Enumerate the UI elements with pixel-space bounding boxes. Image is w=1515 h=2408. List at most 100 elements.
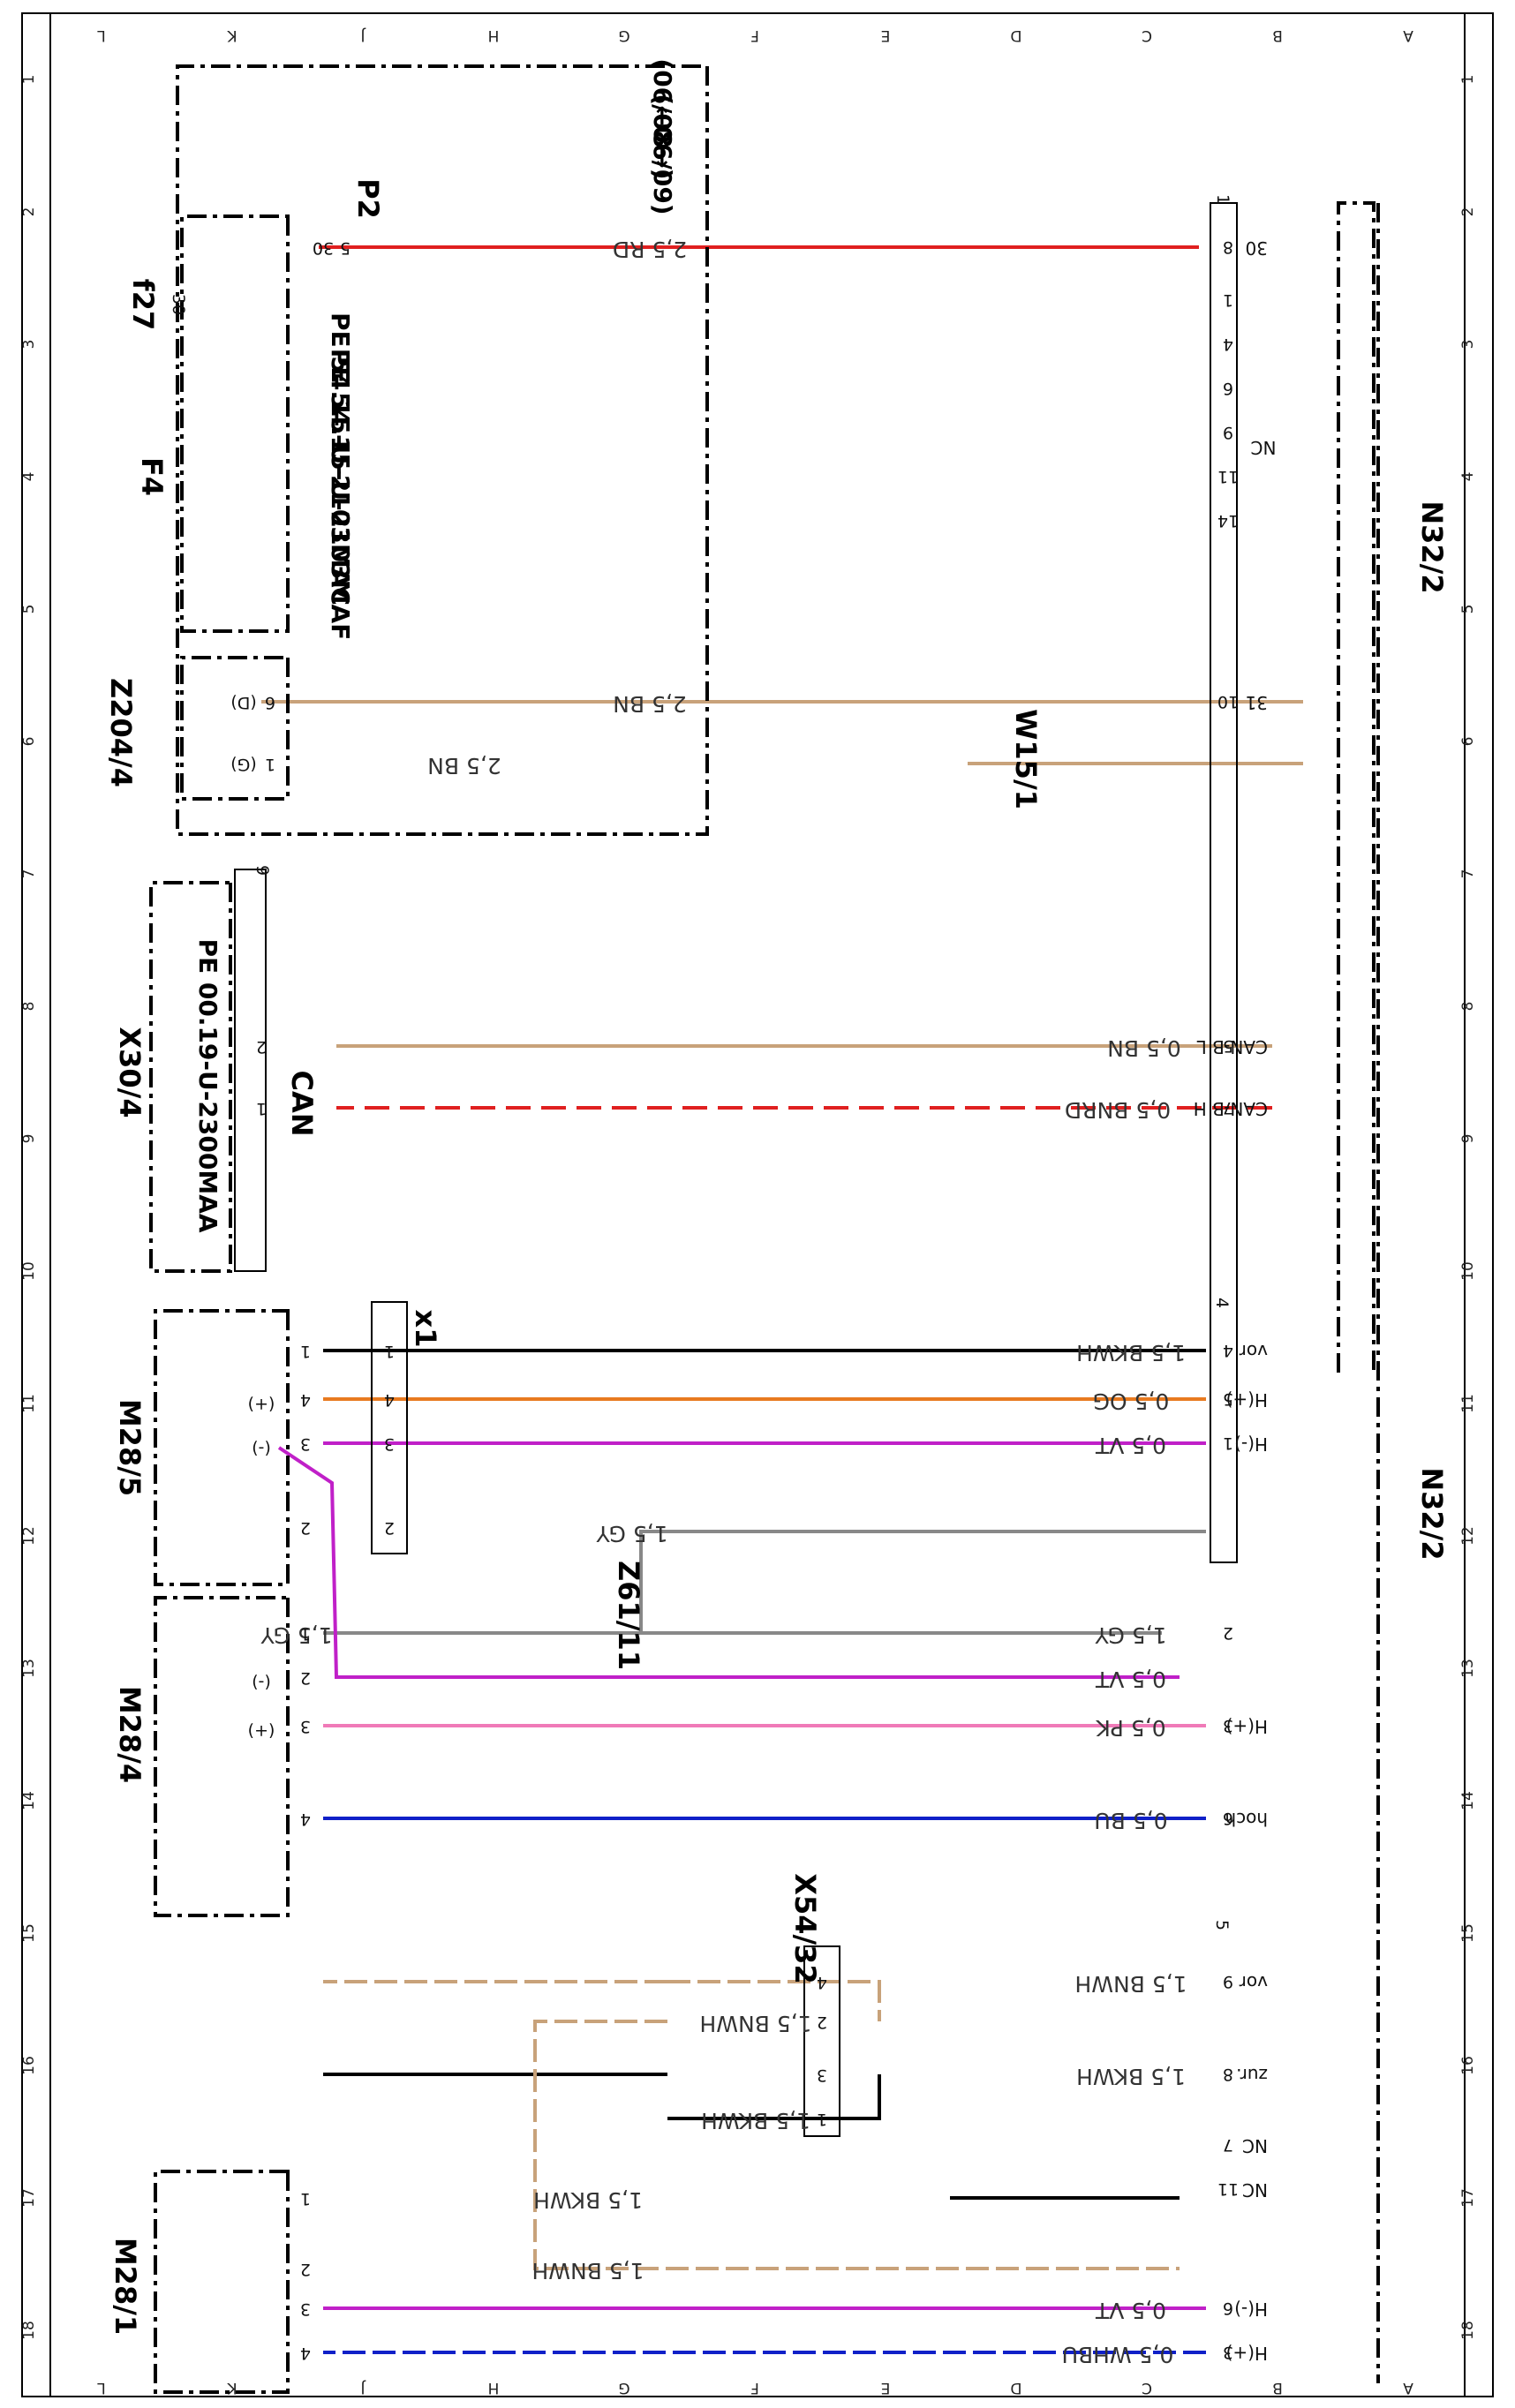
wire-spec: 1,5 BNWH	[699, 2011, 811, 2036]
column-label: L	[97, 2379, 106, 2397]
pin-label: 4	[817, 1973, 827, 1992]
pin-label: (+)	[248, 1721, 275, 1741]
wire-spec: 0,5 BU	[1094, 1808, 1167, 1833]
n32-pin-number: 5	[1223, 1036, 1233, 1056]
row-label: 11	[1459, 1394, 1477, 1413]
n32-pin-number: 4	[1223, 1341, 1233, 1360]
n32-pin-number: 8	[1223, 237, 1233, 257]
row-label: 17	[1459, 2188, 1477, 2208]
column-label: F	[750, 26, 759, 44]
n32-pin-number: 2	[1223, 1623, 1233, 1643]
pin-label: (-)	[252, 1439, 271, 1458]
n32-pin-signal: H(-)	[1234, 1434, 1268, 1455]
n32-pin-number: 3	[1223, 2343, 1233, 2362]
pin-label: 2	[300, 1668, 311, 1688]
wire-spec: 2,5 RD	[613, 237, 687, 262]
row-label: 18	[1459, 2321, 1477, 2340]
n32-pin-signal: 30	[1246, 237, 1268, 259]
row-label: 13	[1459, 1659, 1477, 1678]
fuse-rating: 30	[169, 294, 188, 315]
n32-pin-number: 1	[1223, 1434, 1233, 1453]
column-label: B	[1272, 26, 1283, 44]
wire-spec: 1,5 BNWH	[531, 2258, 644, 2284]
row-label: 15	[1459, 1923, 1477, 1943]
row-label: 4	[20, 472, 38, 482]
pin-label: 2	[817, 2013, 827, 2032]
pin-label: 1	[300, 2189, 311, 2209]
pin-label: 4	[300, 2344, 311, 2363]
x30-4-can-label: CAN	[285, 1070, 319, 1136]
column-label: C	[1142, 26, 1152, 44]
column-label: A	[1403, 2379, 1413, 2397]
row-label: 12	[20, 1526, 38, 1546]
m28-4-label: M28/4	[113, 1686, 147, 1783]
pin-label: 3	[300, 1434, 311, 1454]
pin-label: 30	[313, 238, 334, 258]
component-outlines	[149, 64, 1380, 2394]
row-label: 14	[20, 1791, 38, 1810]
wire-spec: 0,5 VT	[1095, 1667, 1166, 1692]
n32-pin-signal: NC	[1242, 2179, 1268, 2201]
n32-pin-number: 11	[1217, 2179, 1239, 2199]
row-grid: 1122334455667788991010111112121313141415…	[20, 75, 1477, 2340]
reference-label: PE 54.15-U-2103MAF	[326, 349, 355, 641]
f27-label: f27	[126, 279, 160, 330]
n32-pin-signal: hoch	[1225, 1809, 1268, 1830]
column-label: F	[750, 2379, 759, 2397]
n32-pin-number: 10	[1217, 692, 1239, 711]
row-label: 12	[1459, 1526, 1477, 1546]
wire-spec: 1,5 BKWH	[1076, 1340, 1186, 1366]
pin-label: 5	[340, 238, 350, 258]
row-label: 1	[20, 75, 38, 85]
pin-label: 3	[384, 1434, 395, 1454]
m28-5-label: M28/5	[113, 1399, 147, 1496]
p2-label: P2	[351, 178, 385, 219]
n32-pin-number: 3	[1223, 1716, 1233, 1735]
n32-pin-signal: zur.	[1236, 2065, 1268, 2086]
n32-pin-number: 6	[1223, 2299, 1233, 2318]
column-label: H	[488, 26, 500, 44]
x1-label: x1	[409, 1310, 442, 1348]
wire-spec: 2,5 BN	[613, 691, 687, 717]
row-label: 5	[1459, 605, 1477, 614]
pin-label: (+)	[248, 1395, 275, 1414]
column-label: G	[618, 26, 629, 44]
pin-label: 2	[300, 1518, 311, 1538]
pin-label: (D)	[230, 693, 256, 712]
m28-1-label: M28/1	[109, 2238, 142, 2335]
z204-4-label: Z204/4	[104, 678, 138, 787]
n32-pin-number: 8	[1223, 2065, 1233, 2084]
n32-pin-signal: vor	[1239, 1341, 1268, 1362]
row-label: 3	[1459, 340, 1477, 350]
wire-spec: 0,5 WHBU	[1062, 2342, 1174, 2367]
n32-pin-signal: NC	[1242, 2135, 1268, 2156]
n32-2-bottom-label: N32/2	[1415, 1467, 1449, 1560]
pin-label: 1	[265, 755, 275, 774]
pin-label: 2	[256, 1037, 267, 1057]
pin-label: 3	[300, 1717, 311, 1736]
row-label: 2	[1459, 207, 1477, 217]
column-label: D	[1010, 26, 1021, 44]
n32-pin-number: 1	[1223, 290, 1233, 310]
wires	[261, 245, 1303, 2354]
wire-spec: 0,5 VT	[1095, 1433, 1166, 1458]
row-label: 7	[1459, 869, 1477, 879]
drawing-frame	[21, 12, 1494, 2397]
pin-label: 6	[265, 693, 275, 712]
row-label: 6	[1459, 737, 1477, 747]
n32-pin-signal: H(+)	[1226, 1389, 1268, 1411]
row-label: 10	[1459, 1261, 1477, 1281]
wire-spec: 0,5 PK	[1096, 1715, 1166, 1741]
connector-number: 4	[1212, 1298, 1232, 1308]
column-label: J	[360, 26, 366, 44]
n32-pin-number: 5	[1223, 1389, 1233, 1409]
reference-label: PE 54.15-U-2103MAC	[326, 312, 355, 606]
column-label: H	[488, 2379, 500, 2397]
wire-spec: 1,5 BNWH	[1074, 1971, 1187, 1997]
connector-number: 9	[253, 865, 272, 876]
column-label: K	[227, 26, 237, 44]
pin-label: 1	[817, 2110, 827, 2129]
wire-spec: 1,5 BKWH	[701, 2108, 810, 2133]
